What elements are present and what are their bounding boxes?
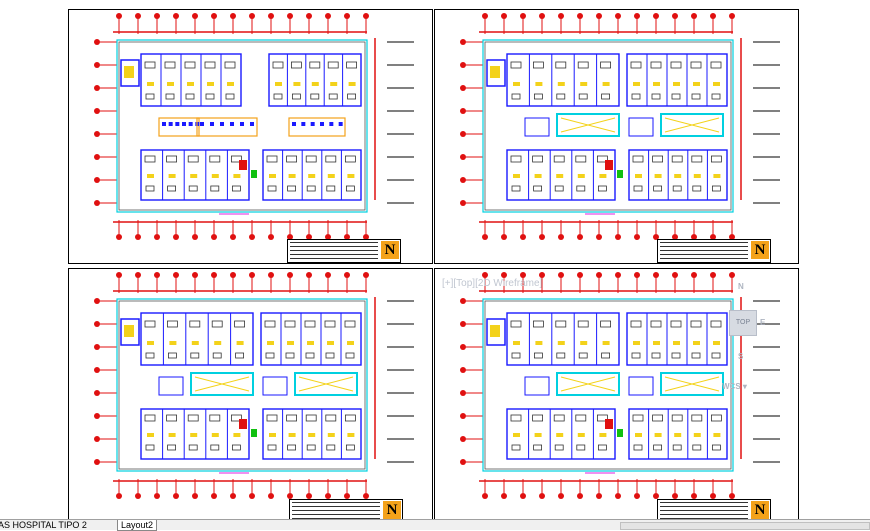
ucs-label: WCS (722, 382, 741, 391)
plan-sheet-bottom-left[interactable]: N (68, 268, 433, 519)
floor-plan-drawing (94, 272, 414, 499)
layout-tab-bar: AS HOSPITAL TIPO 2 Layout2 (0, 519, 870, 531)
plan-sheet-bottom-right[interactable]: N (434, 268, 799, 519)
viewcube-east[interactable]: E (760, 318, 766, 327)
plan-sheet-top-left[interactable]: N (68, 9, 433, 264)
title-block: N (657, 239, 771, 263)
viewcube-south[interactable]: S (738, 352, 744, 361)
plan-sheet-top-right[interactable]: N (434, 9, 799, 264)
title-block: N (657, 499, 771, 519)
viewcube-north[interactable]: N (738, 282, 744, 291)
tab-layout2[interactable]: Layout2 (117, 520, 158, 531)
north-logo-icon: N (751, 241, 769, 259)
north-logo-icon: N (383, 501, 401, 519)
ucs-menu[interactable]: WCS ▾ (722, 382, 747, 391)
north-logo-icon: N (751, 501, 769, 519)
title-block: N (287, 239, 401, 263)
chevron-down-icon: ▾ (742, 382, 747, 391)
view-control-label[interactable]: [+][Top][2D Wireframe] (442, 278, 543, 289)
viewcube-top-face[interactable]: TOP (729, 310, 757, 336)
floor-plan-drawing (94, 13, 414, 240)
drawing-viewport[interactable]: N N N N [+][Top][2D Wireframe] N TOP E S… (0, 0, 870, 519)
floor-plan-drawing (460, 13, 780, 240)
floor-plan-drawing (460, 272, 780, 499)
title-block: N (289, 499, 403, 519)
north-logo-icon: N (381, 241, 399, 259)
tab-model[interactable]: AS HOSPITAL TIPO 2 (0, 520, 87, 530)
viewcube[interactable]: N TOP E S WCS ▾ (700, 280, 770, 391)
